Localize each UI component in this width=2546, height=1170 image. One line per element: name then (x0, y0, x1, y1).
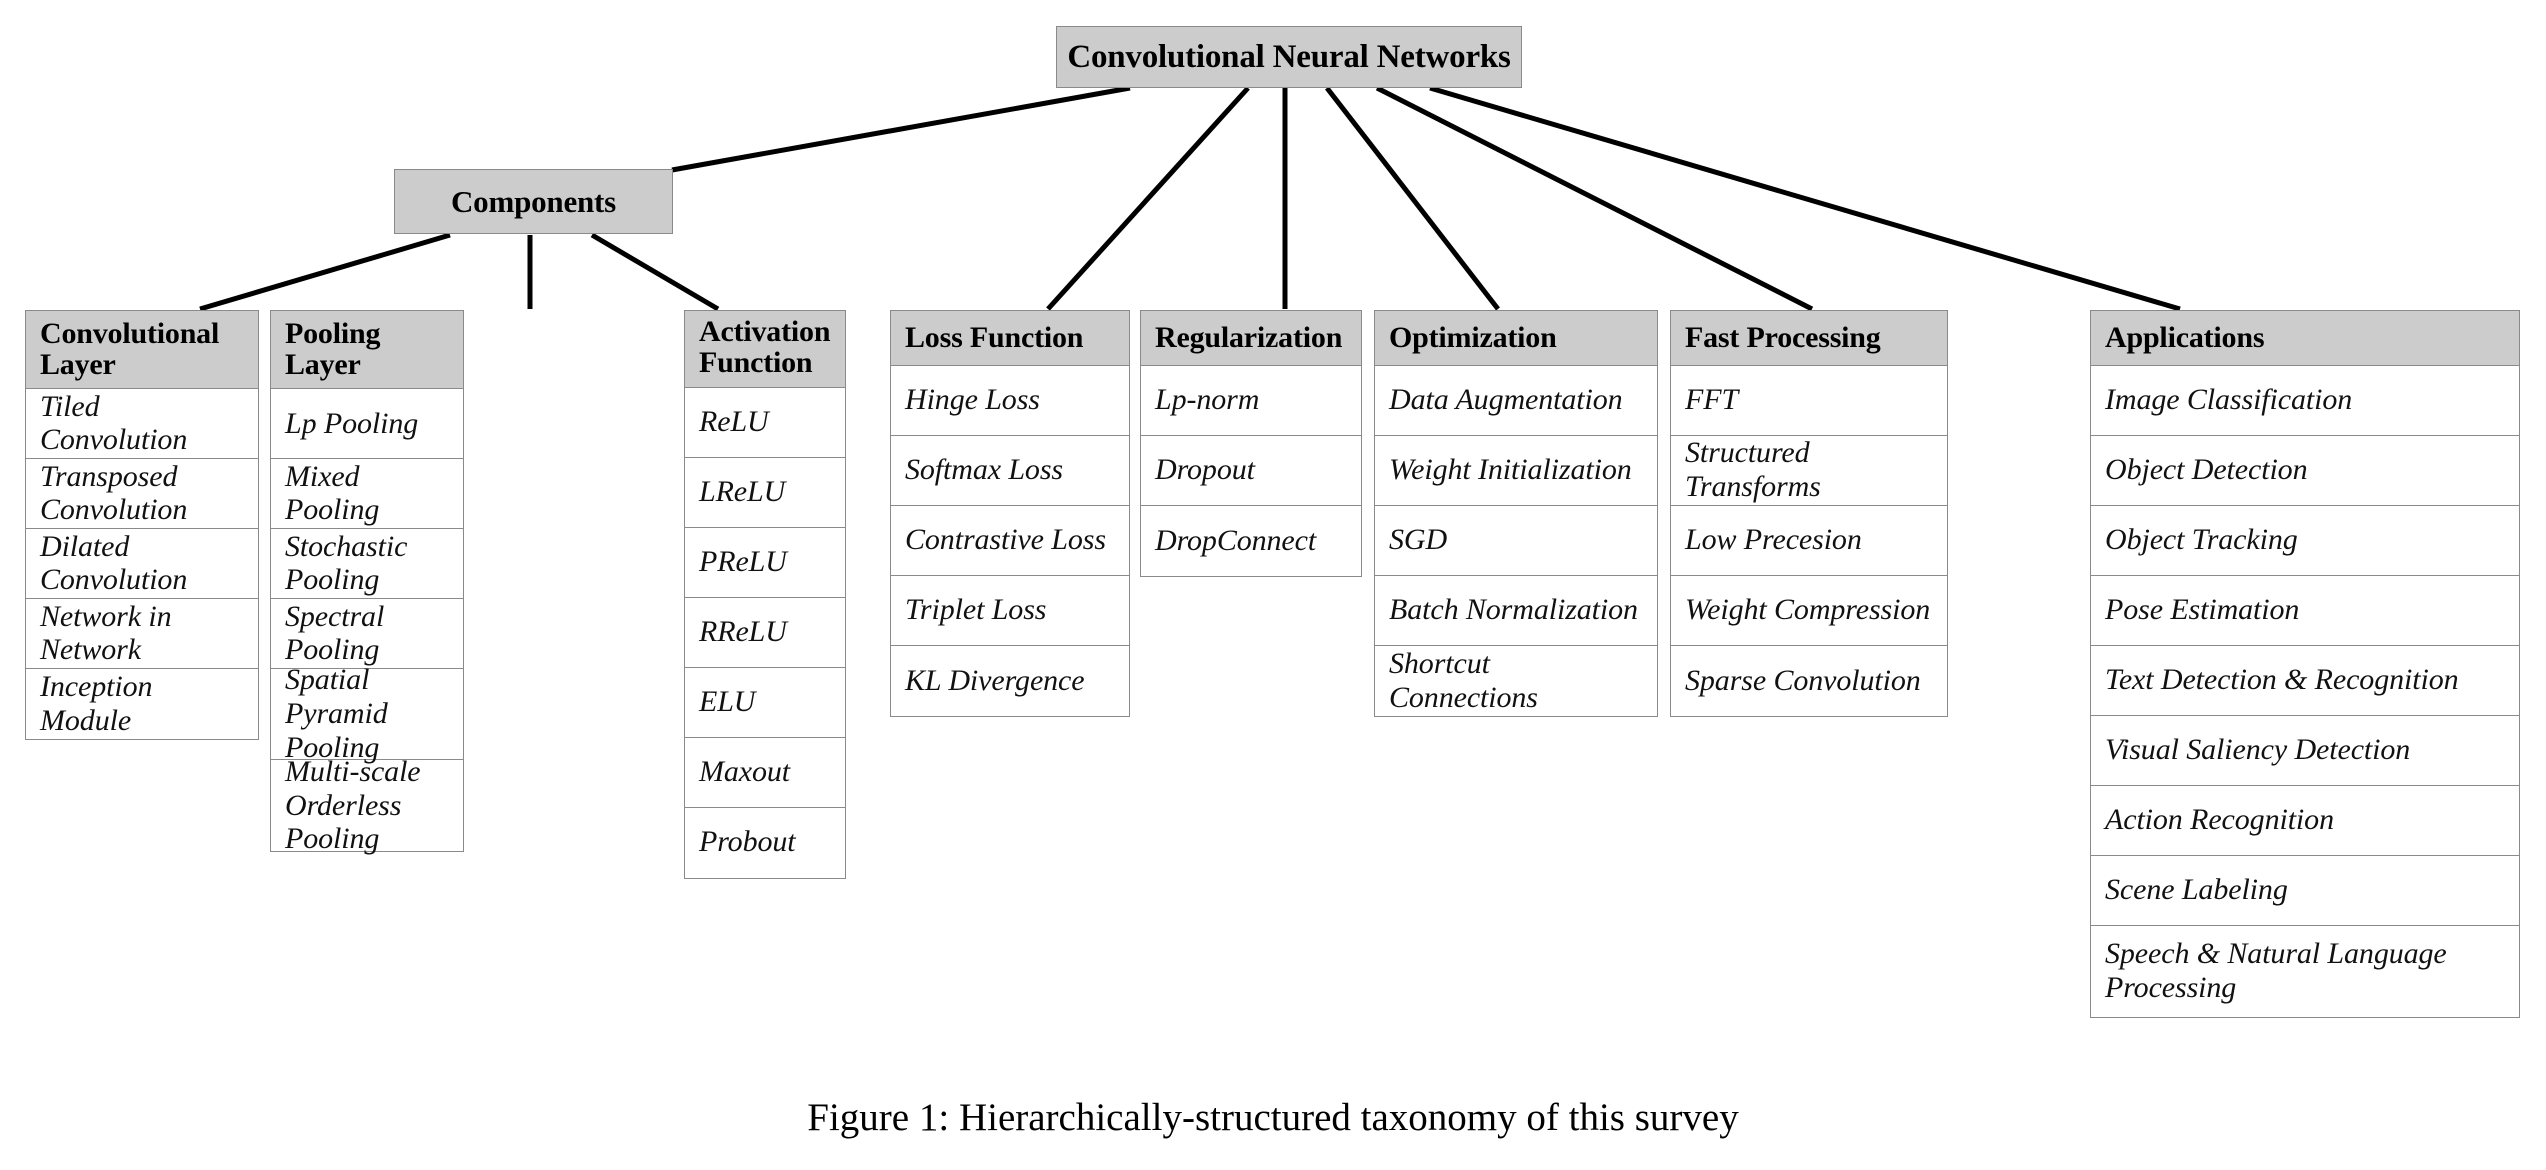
taxonomy-item[interactable]: LReLU (685, 458, 845, 528)
taxonomy-item[interactable]: FFT (1671, 366, 1947, 436)
components-node-label: Components (450, 183, 617, 219)
taxonomy-item[interactable]: ReLU (685, 388, 845, 458)
edge-components-to-activation-function (590, 232, 720, 312)
taxonomy-item[interactable]: Maxout (685, 738, 845, 808)
taxonomy-item[interactable]: Action Recognition (2091, 786, 2519, 856)
taxonomy-item[interactable]: Speech & Natural Language Processing (2105, 937, 2447, 1004)
edge-root-to-loss-function (1046, 86, 1250, 311)
taxonomy-item[interactable]: Lp Pooling (271, 389, 463, 460)
taxonomy-item[interactable]: Probout (699, 825, 796, 859)
taxonomy-item[interactable]: Transposed Convolution (26, 459, 258, 530)
taxonomy-item[interactable]: Network in Network (26, 599, 258, 670)
taxonomy-item[interactable]: Contrastive Loss (891, 506, 1129, 576)
taxonomy-item[interactable]: Text Detection & Recognition (2091, 646, 2519, 716)
column-header[interactable]: Pooling Layer (270, 310, 464, 390)
edge-root-to-optimization (1325, 86, 1500, 311)
edge-root-to-applications (1429, 85, 2181, 312)
taxonomy-item[interactable]: ELU (685, 668, 845, 738)
column-header[interactable]: Optimization (1374, 310, 1658, 366)
taxonomy-item[interactable]: Sparse Convolution (1685, 663, 1921, 697)
taxonomy-item[interactable]: Pose Estimation (2091, 576, 2519, 646)
components-node[interactable]: Components (394, 169, 673, 234)
taxonomy-item[interactable]: Data Augmentation (1375, 366, 1657, 436)
taxonomy-item[interactable]: KL Divergence (905, 663, 1085, 697)
taxonomy-item[interactable]: Spectral Pooling (271, 599, 463, 670)
root-node-label: Convolutional Neural Networks (1067, 38, 1511, 75)
taxonomy-item[interactable]: Weight Compression (1671, 576, 1947, 646)
column-header[interactable]: Loss Function (890, 310, 1130, 366)
column-header[interactable]: Convolutional Layer (25, 310, 259, 390)
taxonomy-item[interactable]: SGD (1375, 506, 1657, 576)
taxonomy-item[interactable]: Image Classification (2091, 366, 2519, 436)
taxonomy-item[interactable]: Inception Module (40, 670, 153, 737)
column-header[interactable]: Fast Processing (1670, 310, 1948, 366)
taxonomy-item[interactable]: Visual Saliency Detection (2091, 716, 2519, 786)
taxonomy-item[interactable]: Weight Initialization (1375, 436, 1657, 506)
taxonomy-item[interactable]: Low Precesion (1671, 506, 1947, 576)
column-header[interactable]: Activation Function (684, 310, 846, 388)
taxonomy-item[interactable]: Structured Transforms (1671, 436, 1947, 506)
taxonomy-item[interactable]: Batch Normalization (1375, 576, 1657, 646)
taxonomy-item[interactable]: PReLU (685, 528, 845, 598)
taxonomy-item[interactable]: Spatial Pyramid Pooling (271, 663, 463, 764)
taxonomy-item[interactable]: Triplet Loss (891, 576, 1129, 646)
taxonomy-item[interactable]: Shortcut Connections (1389, 646, 1538, 714)
edge-root-to-components (671, 85, 1131, 173)
edge-root-to-fast-processing (1375, 85, 1814, 312)
taxonomy-item[interactable]: RReLU (685, 598, 845, 668)
root-node[interactable]: Convolutional Neural Networks (1056, 26, 1522, 88)
taxonomy-item[interactable]: Object Tracking (2091, 506, 2519, 576)
taxonomy-item[interactable]: DropConnect (1155, 523, 1317, 557)
taxonomy-item[interactable]: Hinge Loss (891, 366, 1129, 436)
taxonomy-item[interactable]: Tiled Convolution (26, 389, 258, 460)
taxonomy-item[interactable]: Object Detection (2091, 436, 2519, 506)
taxonomy-item[interactable]: Softmax Loss (891, 436, 1129, 506)
taxonomy-item[interactable]: Multi-scale Orderless Pooling (285, 754, 421, 856)
taxonomy-item[interactable]: Stochastic Pooling (271, 529, 463, 600)
figure-caption: Figure 1: Hierarchically-structured taxo… (807, 1096, 1739, 1139)
taxonomy-item[interactable]: Dilated Convolution (26, 529, 258, 600)
column-header[interactable]: Regularization (1140, 310, 1362, 366)
edge-components-to-convolutional-layer (199, 232, 451, 312)
taxonomy-item[interactable]: Lp-norm (1141, 366, 1361, 436)
column-header[interactable]: Applications (2090, 310, 2520, 366)
taxonomy-item[interactable]: Dropout (1141, 436, 1361, 506)
taxonomy-item[interactable]: Scene Labeling (2091, 856, 2519, 926)
taxonomy-item[interactable]: Mixed Pooling (271, 459, 463, 530)
